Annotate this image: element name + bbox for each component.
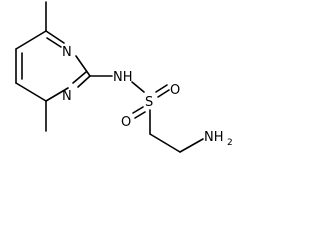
sulfur-atom: S	[145, 95, 153, 110]
bond-s-to-o-bottom-a	[132, 106, 144, 114]
bond-c2-to-n-top	[75, 55, 91, 77]
bond-s-to-o-top-b	[157, 89, 170, 98]
amine-subscript: 2	[227, 138, 233, 148]
oxygen-bottom: O	[121, 115, 131, 130]
bond-ch2-to-ch2	[149, 133, 181, 153]
amine-nh: NH	[204, 130, 224, 145]
bond-nh-to-s	[131, 81, 145, 93]
bond-c-top-to-n-top-double	[46, 37, 62, 48]
bond-c-bottom-to-n-bottom	[45, 87, 69, 102]
bond-ch2-to-nh2	[179, 138, 204, 153]
chemical-structure: N N NH S O O NH 2	[15, 1, 233, 153]
bond-n-bottom-to-c2-double	[72, 71, 87, 84]
ring-nitrogen-top: N	[62, 45, 72, 60]
sulfonamide-nh: NH	[113, 70, 133, 85]
bond-s-to-o-top-a	[155, 84, 168, 93]
bond-c-top-to-n-top	[45, 30, 65, 44]
oxygen-top: O	[170, 83, 180, 98]
bond-c-left-to-c-bottom	[15, 82, 47, 102]
pyrimidine-ring	[15, 30, 91, 102]
bond-c-top-to-c-upper-left	[15, 30, 47, 50]
bond-s-to-o-bottom-b	[134, 111, 146, 119]
ring-nitrogen-bottom: N	[62, 89, 72, 104]
bond-n-bottom-to-c2	[77, 75, 91, 88]
